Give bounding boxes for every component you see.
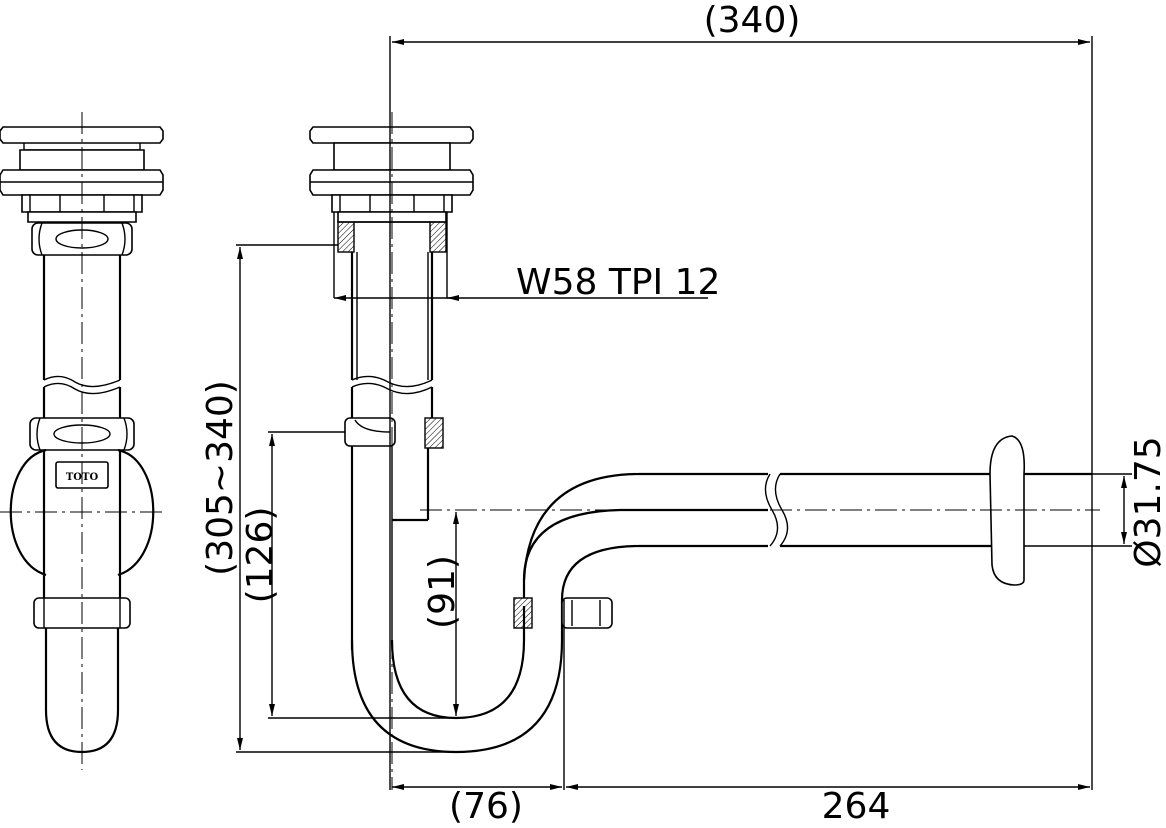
trap-height-label: (126) xyxy=(240,507,281,604)
pipe-diameter-label: Ø31.75 xyxy=(1128,436,1166,567)
front-view: TOTO xyxy=(0,112,164,770)
overall-width-label: (340) xyxy=(704,0,801,41)
offset-label: (76) xyxy=(449,786,523,827)
side-view xyxy=(309,112,1100,790)
height-range-label: (305~340) xyxy=(200,380,241,576)
dimensions: (340) W58 TPI 12 (305~340) (126) (91) Ø3… xyxy=(200,0,1166,827)
wall-distance-label: 264 xyxy=(822,786,891,827)
thread-spec-label: W58 TPI 12 xyxy=(516,262,720,303)
seal-depth-label: (91) xyxy=(422,555,463,629)
